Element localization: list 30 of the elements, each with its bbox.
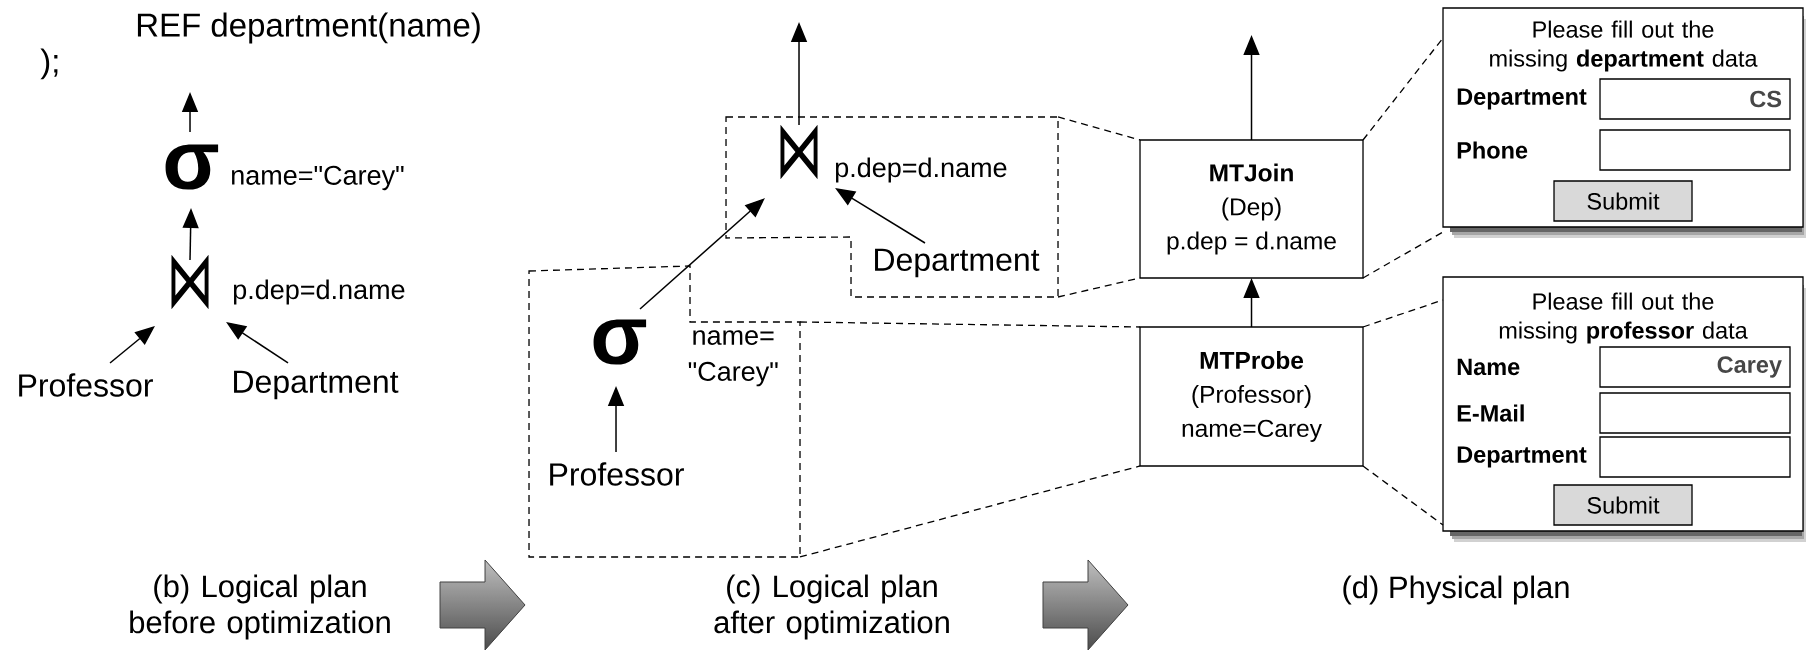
condition-label: name="Carey" xyxy=(232,165,404,191)
dashed-connector xyxy=(1362,37,1444,141)
relation-label: Professor xyxy=(19,373,153,397)
relation-label: Department xyxy=(234,370,399,400)
condition-label: p.dep=d.name xyxy=(835,157,1007,183)
code-text: REF department(name) xyxy=(137,12,480,44)
selection-symbol: σ xyxy=(165,144,219,190)
dashed-region xyxy=(725,116,1059,298)
selection-symbol: σ xyxy=(593,319,647,365)
dashed-connector xyxy=(1362,231,1444,279)
arrow xyxy=(639,198,765,310)
dashed-connector xyxy=(799,321,1141,328)
caption: (d) Physical plan xyxy=(1343,575,1569,605)
dashed-connector xyxy=(1362,299,1444,328)
code-text: ); xyxy=(40,48,58,80)
condition-label: name= "Carey" xyxy=(688,330,778,387)
join-symbol: ⋈ xyxy=(171,254,209,310)
join-symbol: ⋈ xyxy=(780,124,818,180)
caption: (c) Logical plan after optimization xyxy=(714,574,949,640)
arrow xyxy=(226,322,289,364)
relation-label: Professor xyxy=(550,462,684,486)
dashed-region xyxy=(528,265,801,558)
arrow xyxy=(109,326,155,364)
relation-label: Department xyxy=(875,248,1040,278)
operator-box: MTProbe (Professor) name=Carey xyxy=(1139,326,1364,467)
dashed-connector xyxy=(1057,116,1141,141)
condition-label: p.dep=d.name xyxy=(233,279,405,305)
caption: (b) Logical plan before optimization xyxy=(130,574,390,640)
dashed-connector xyxy=(799,465,1141,558)
operator-box: MTJoin (Dep) p.dep = d.name xyxy=(1139,139,1364,279)
